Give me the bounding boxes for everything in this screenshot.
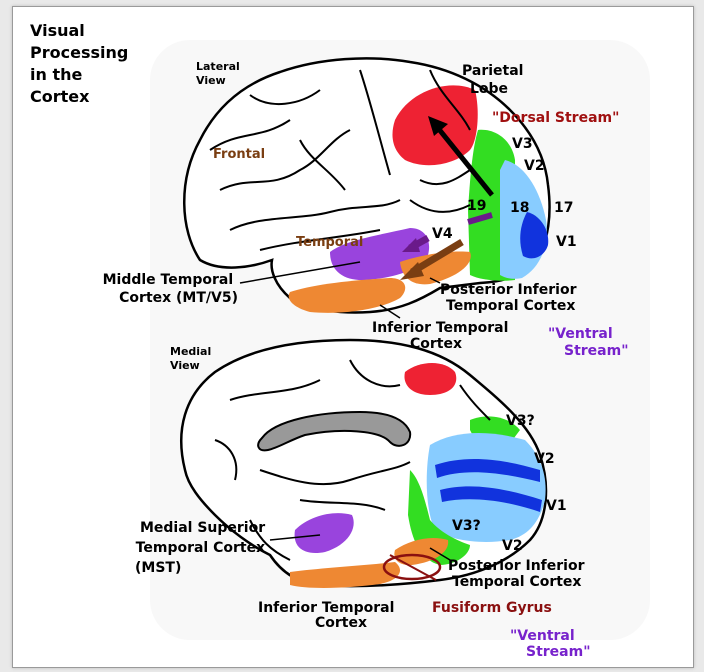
medial-pit-label: Posterior Inferior Temporal Cortex xyxy=(448,558,589,590)
medial-it-label: Inferior Temporal Cortex xyxy=(258,600,399,631)
medial-ventral-stream-label: "Ventral Stream" xyxy=(510,628,591,660)
mst-label: Medial Superior Temporal Cortex (MST) xyxy=(135,520,270,576)
parietal-label: Parietal Lobe xyxy=(462,63,528,97)
medial-parietal-region xyxy=(404,363,456,395)
lateral-brain xyxy=(184,58,549,318)
v4-label: V4 xyxy=(432,226,453,242)
lateral-view-label: Lateral View xyxy=(196,60,244,87)
frontal-label: Frontal xyxy=(213,147,265,162)
lateral-v2-label: V2 xyxy=(524,158,545,174)
temporal-label: Temporal xyxy=(296,235,363,250)
area-17-label: 17 xyxy=(554,200,573,216)
medial-v1-label: V1 xyxy=(546,498,567,514)
lateral-v3-label: V3 xyxy=(512,136,533,152)
medial-view-label: Medial View xyxy=(170,345,215,372)
mt-label: Middle Temporal Cortex (MT/V5) xyxy=(103,272,238,306)
area-19-label: 19 xyxy=(467,198,486,214)
lateral-v1-label: V1 xyxy=(556,234,577,250)
area-18-label: 18 xyxy=(510,200,529,216)
lateral-ventral-stream-label: "Ventral Stream" xyxy=(548,326,629,359)
medial-v3q-bottom-label: V3? xyxy=(452,518,481,534)
medial-v3q-top-label: V3? xyxy=(506,413,535,429)
medial-v2-bottom-label: V2 xyxy=(502,538,523,554)
medial-v2-top-label: V2 xyxy=(534,451,555,467)
lateral-pit-label: Posterior Inferior Temporal Cortex xyxy=(440,282,581,314)
fusiform-gyrus-label: Fusiform Gyrus xyxy=(432,600,552,616)
dorsal-stream-label: "Dorsal Stream" xyxy=(492,110,619,126)
figure-title: Visual Processing in the Cortex xyxy=(30,21,134,106)
